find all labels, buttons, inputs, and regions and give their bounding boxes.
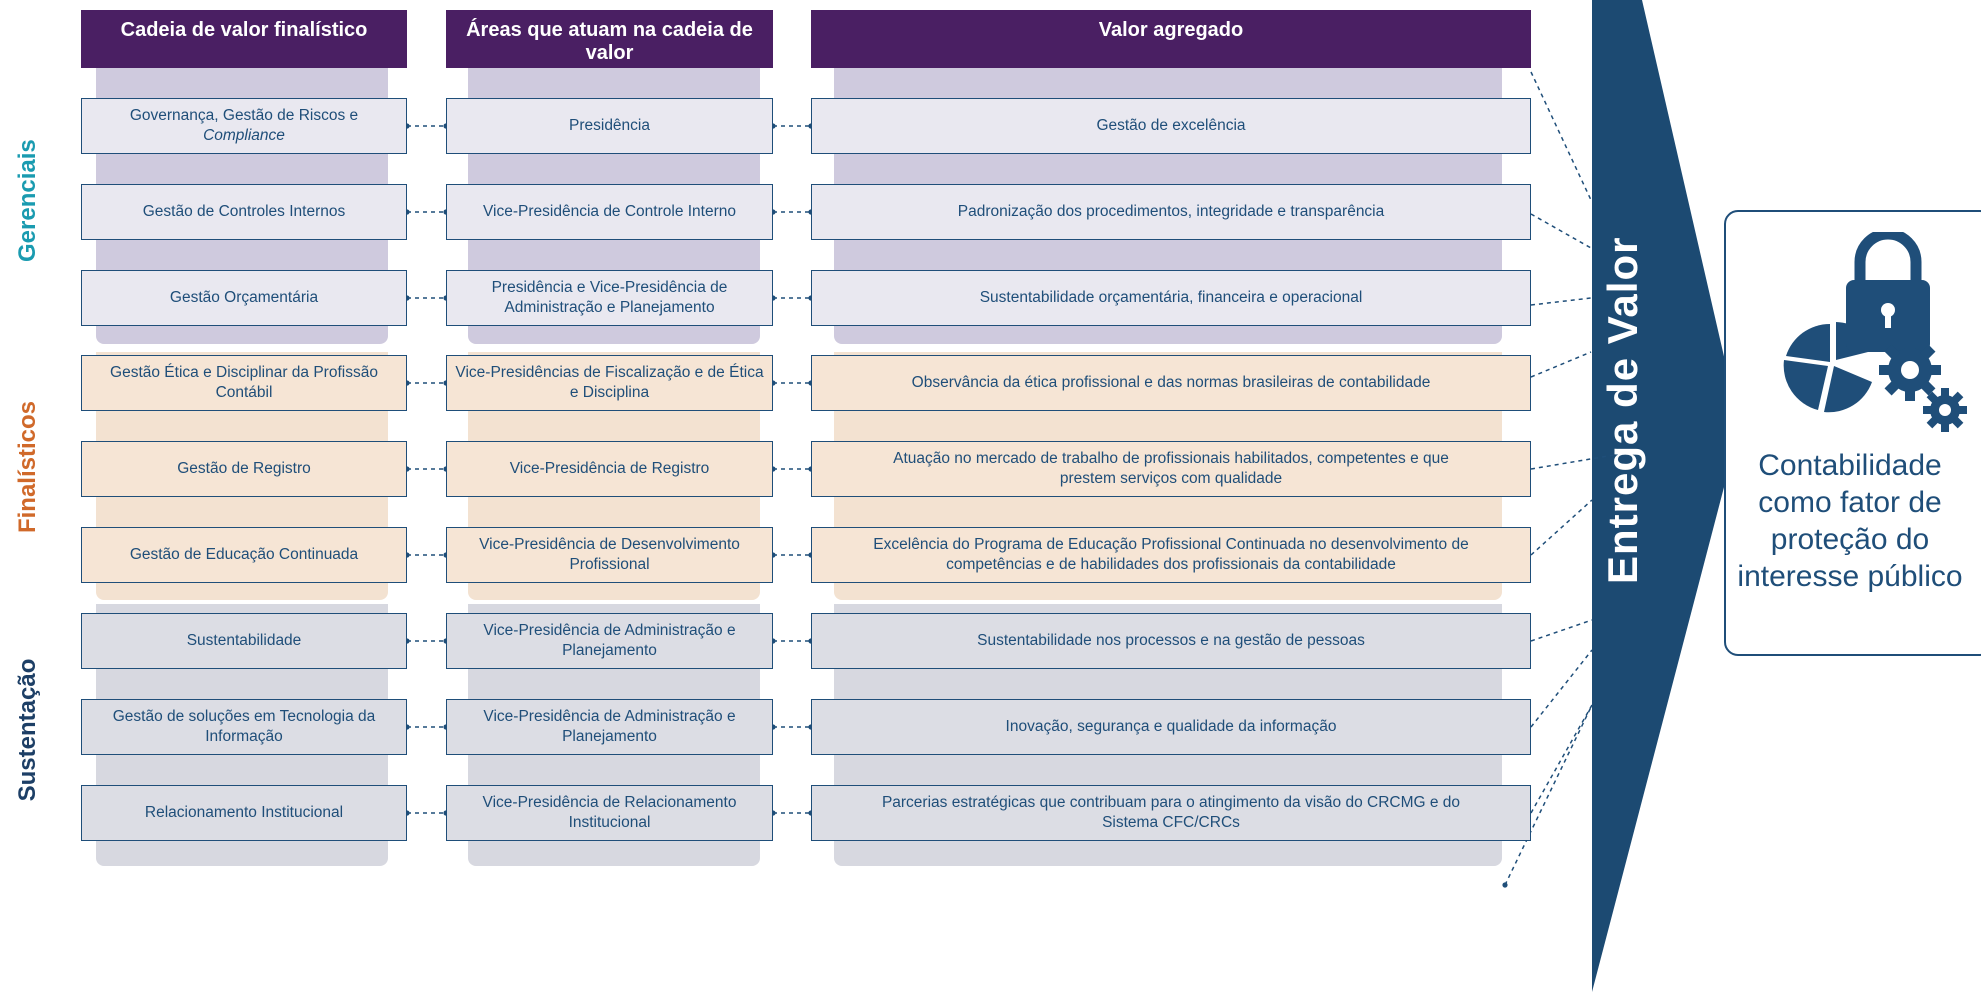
- fan-line: [1530, 213, 1592, 249]
- cadeia-label: Relacionamento Institucional: [145, 803, 343, 823]
- header-valor: Valor agregado: [811, 10, 1531, 68]
- cadeia-text: Relacionamento Institucional: [144, 804, 344, 821]
- cadeia-box: Gestão de Registro: [81, 441, 407, 497]
- cadeia-box: Gestão de Controles Internos: [81, 184, 407, 240]
- fan-line: [1530, 351, 1592, 378]
- area-box: Vice-Presidência de Desenvolvimento Prof…: [446, 527, 773, 583]
- fan-end-dot: [1502, 882, 1508, 888]
- area-box: Vice-Presidência de Registro: [446, 441, 773, 497]
- valor-text: Inovação, segurança e qualidade da infor…: [1005, 718, 1337, 735]
- valor-box: Parcerias estratégicas que contribuam pa…: [811, 785, 1531, 841]
- cadeia-text: Sustentabilidade: [186, 632, 302, 649]
- area-box: Vice-Presidência de Controle Interno: [446, 184, 773, 240]
- cadeia-box: Sustentabilidade: [81, 613, 407, 669]
- valor-text: Sustentabilidade nos processos e na gest…: [977, 632, 1365, 649]
- area-box: Vice-Presidência de Relacionamento Insti…: [446, 785, 773, 841]
- cadeia-label: Gestão de Educação Continuada: [130, 545, 358, 565]
- valor-box: Sustentabilidade nos processos e na gest…: [811, 613, 1531, 669]
- area-box: Vice-Presidência de Administração e Plan…: [446, 699, 773, 755]
- valor-text: Excelência do Programa de Educação Profi…: [873, 536, 1469, 573]
- area-text: Vice-Presidência de Desenvolvimento Prof…: [479, 536, 740, 573]
- fan-line: [1530, 297, 1592, 306]
- fan-line: [1530, 451, 1633, 470]
- card-icons: [1783, 232, 1967, 432]
- card-text: Contabilidade como fator de proteção do …: [1737, 449, 1963, 593]
- cadeia-text-italic: Compliance: [203, 127, 285, 144]
- cadeia-text: Gestão de soluções em Tecnologia da Info…: [112, 708, 376, 745]
- cadeia-box: Gestão de soluções em Tecnologia da Info…: [81, 699, 407, 755]
- valor-box: Sustentabilidade orçamentária, financeir…: [811, 270, 1531, 326]
- cadeia-box: Relacionamento Institucional: [81, 785, 407, 841]
- cadeia-text: Gestão de Registro: [177, 460, 311, 477]
- fan-line: [1504, 704, 1593, 886]
- cadeia-label: Gestão de Registro: [177, 459, 311, 479]
- valor-box: Observância da ética profissional e das …: [811, 355, 1531, 411]
- area-box: Vice-Presidência de Administração e Plan…: [446, 613, 773, 669]
- cadeia-text: Gestão Ética e Disciplinar da Profissão …: [110, 364, 378, 401]
- cadeia-box: Gestão Ética e Disciplinar da Profissão …: [81, 355, 407, 411]
- valor-box: Padronização dos procedimentos, integrid…: [811, 184, 1531, 240]
- header-areas: Áreas que atuam na cadeia de valor: [446, 10, 773, 68]
- fan-line: [1530, 71, 1592, 201]
- area-box: Presidência: [446, 98, 773, 154]
- cadeia-label: Sustentabilidade: [187, 631, 302, 651]
- header-cadeia-text: Cadeia de valor finalístico: [120, 19, 368, 41]
- header-valor-text: Valor agregado: [1098, 19, 1244, 41]
- area-text: Vice-Presidência de Administração e Plan…: [483, 622, 736, 659]
- valor-text: Observância da ética profissional e das …: [911, 374, 1431, 391]
- valor-text: Padronização dos procedimentos, integrid…: [957, 203, 1385, 220]
- cadeia-label: Gestão Ética e Disciplinar da Profissão …: [90, 363, 398, 403]
- fan-line: [1530, 619, 1593, 642]
- valor-text: Sustentabilidade orçamentária, financeir…: [979, 289, 1363, 306]
- area-text: Vice-Presidência de Registro: [509, 460, 710, 477]
- valor-text: Parcerias estratégicas que contribuam pa…: [881, 794, 1461, 831]
- gears-icon: [1879, 339, 1967, 432]
- connector-group: [407, 71, 1633, 886]
- fan-line: [1530, 649, 1593, 728]
- area-text: Vice-Presidência de Relacionamento Insti…: [482, 794, 737, 831]
- valor-text: Gestão de excelência: [1096, 117, 1246, 134]
- cadeia-text: Gestão de Controles Internos: [142, 203, 346, 220]
- cadeia-label: Gestão de Controles Internos: [143, 202, 345, 222]
- cadeia-box: Gestão Orçamentária: [81, 270, 407, 326]
- valor-box: Gestão de excelência: [811, 98, 1531, 154]
- fan-line: [1530, 704, 1593, 814]
- cadeia-box: Governança, Gestão de Riscos e Complianc…: [81, 98, 407, 154]
- valor-box: Excelência do Programa de Educação Profi…: [811, 527, 1531, 583]
- fan-line: [1530, 499, 1593, 556]
- area-text: Vice-Presidências de Fiscalização e de É…: [455, 364, 764, 401]
- entrega-arrow: [1592, 0, 1740, 992]
- header-cadeia: Cadeia de valor finalístico: [81, 10, 407, 68]
- cadeia-box: Gestão de Educação Continuada: [81, 527, 407, 583]
- area-text: Presidência: [569, 117, 650, 134]
- cadeia-text: Gestão Orçamentária: [169, 289, 319, 306]
- padlock-icon: [1846, 232, 1930, 352]
- valor-box: Atuação no mercado de trabalho de profis…: [811, 441, 1531, 497]
- area-box: Vice-Presidências de Fiscalização e de É…: [446, 355, 773, 411]
- cadeia-label: Gestão de soluções em Tecnologia da Info…: [90, 707, 398, 747]
- area-box: Presidência e Vice-Presidência de Admini…: [446, 270, 773, 326]
- header-areas-text: Áreas que atuam na cadeia de valor: [466, 19, 753, 64]
- area-text: Presidência e Vice-Presidência de Admini…: [491, 279, 728, 316]
- cadeia-text: Governança, Gestão de Riscos e: [129, 107, 359, 124]
- area-text: Vice-Presidência de Administração e Plan…: [483, 708, 736, 745]
- cadeia-label: Governança, Gestão de Riscos e Complianc…: [90, 106, 398, 146]
- valor-text: Atuação no mercado de trabalho de profis…: [893, 450, 1449, 487]
- valor-box: Inovação, segurança e qualidade da infor…: [811, 699, 1531, 755]
- area-text: Vice-Presidência de Controle Interno: [482, 203, 737, 220]
- entrega-de-valor-label: Entrega de Valor: [1599, 236, 1646, 584]
- cadeia-label: Gestão Orçamentária: [170, 288, 318, 308]
- cadeia-text: Gestão de Educação Continuada: [129, 546, 359, 563]
